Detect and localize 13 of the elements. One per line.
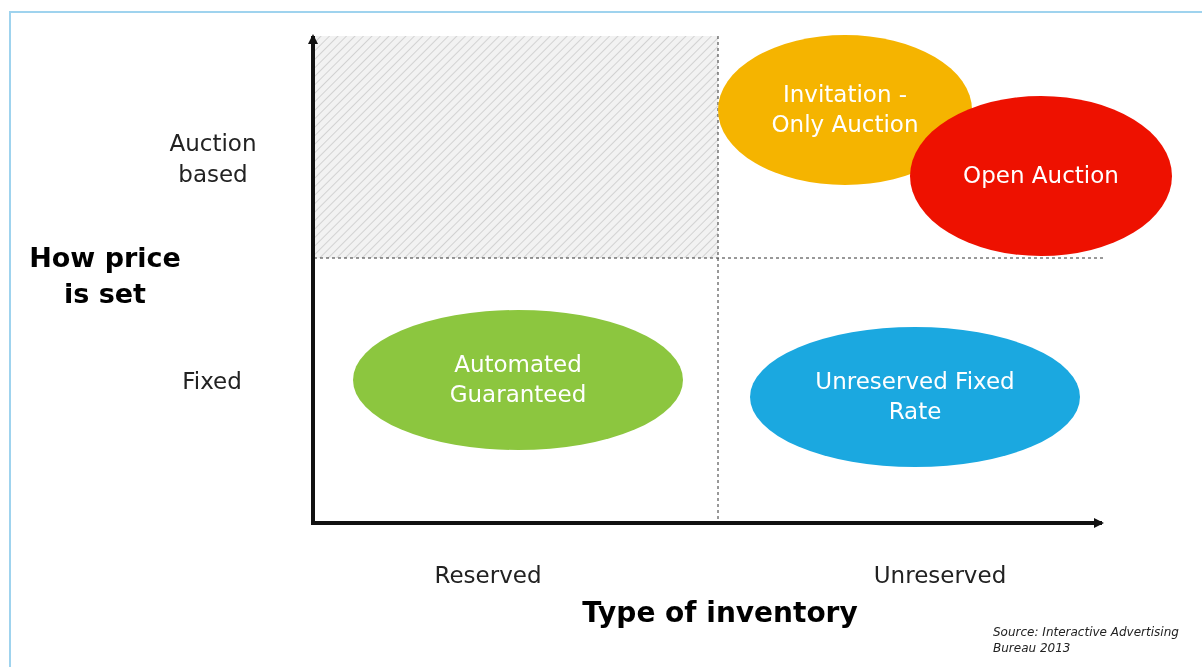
axis-tick-label: Fixed (181, 367, 243, 396)
ellipse-node (353, 310, 683, 450)
axis-tick-label: Unreserved (872, 561, 1008, 590)
node-label: Unreserved Fixed Rate (814, 367, 1016, 426)
node-label: Open Auction (962, 161, 1120, 191)
node-label: Automated Guaranteed (448, 350, 588, 409)
axis-tick-label: Auction based (168, 129, 258, 190)
axis-title: How price is set (28, 241, 182, 312)
axis-title: Type of inventory (581, 595, 859, 631)
source-note: Source: Interactive Advertising Bureau 2013 (993, 624, 1180, 657)
ellipse-node (750, 327, 1080, 467)
axis-tick-label: Reserved (433, 561, 543, 590)
node-label: Invitation - Only Auction (770, 80, 920, 139)
